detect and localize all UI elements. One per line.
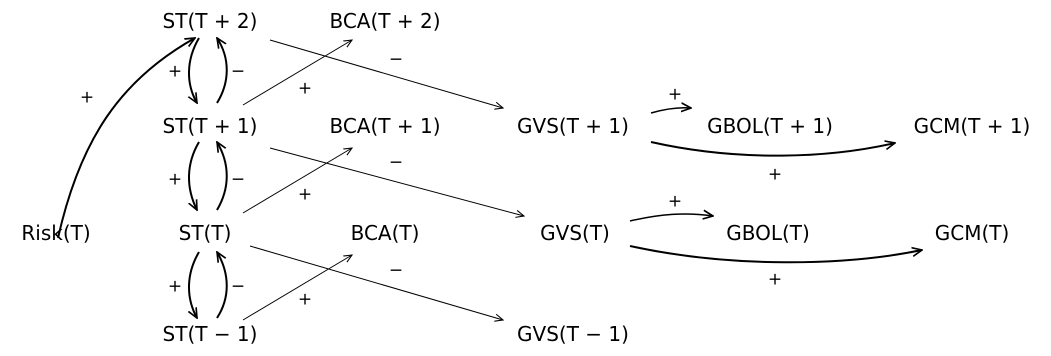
sign-st-t2-to-gvs-t1: −	[388, 49, 404, 70]
edge-st-t-to-st-t1	[217, 142, 228, 211]
node-gbol-t: GBOL(T)	[726, 221, 810, 245]
node-bca-t: BCA(T)	[350, 221, 420, 245]
edge-gvs-t-to-gbol-t	[629, 214, 713, 222]
edge-st-tm1-to-st-t	[217, 252, 228, 319]
node-bca-t2: BCA(T + 2)	[329, 9, 441, 33]
sign-st-t-to-gvs-tm1: −	[388, 260, 404, 281]
sign-gvs-t1-to-gbol-t1: +	[667, 84, 683, 105]
node-gvs-t: GVS(T)	[540, 221, 610, 245]
edge-st-t-to-bca-t1	[242, 148, 352, 214]
sign-st-tm1-to-st-t: −	[230, 276, 246, 297]
edge-st-t1-to-st-t2	[217, 38, 228, 104]
sign-st-t1-to-gvs-t: −	[388, 152, 404, 173]
node-gcm-t1: GCM(T + 1)	[913, 114, 1031, 138]
sign-st-t1-to-st-t: +	[167, 169, 183, 190]
node-st-t1: ST(T + 1)	[162, 114, 258, 138]
edge-st-t1-to-st-t	[188, 141, 200, 210]
sign-st-t2-to-st-t1: +	[167, 61, 183, 82]
sign-st-t1-to-bca-t2: +	[297, 78, 313, 99]
node-gvs-tm1: GVS(T − 1)	[517, 322, 629, 346]
node-gbol-t1: GBOL(T + 1)	[707, 114, 833, 138]
sign-st-t-to-st-tm1: +	[167, 276, 183, 297]
sign-st-t1-to-st-t2: −	[230, 61, 246, 82]
edge-gvs-t-to-gcm-t	[629, 245, 922, 264]
node-st-tm1: ST(T − 1)	[162, 322, 258, 346]
node-gvs-t1: GVS(T + 1)	[517, 114, 629, 138]
node-st-t2: ST(T + 2)	[162, 9, 258, 33]
edge-gvs-t1-to-gcm-t1	[650, 142, 895, 157]
node-gcm-t: GCM(T)	[934, 221, 1010, 245]
sign-risk-to-st-t2: +	[79, 87, 95, 108]
sign-st-t-to-st-t1: −	[230, 169, 246, 190]
edge-st-t2-to-gvs-t1	[269, 39, 503, 108]
sign-st-t-to-bca-t1: +	[297, 184, 313, 205]
edge-st-t1-to-gvs-t	[269, 147, 524, 216]
edge-st-t2-to-st-t1	[189, 37, 200, 103]
node-bca-t1: BCA(T + 1)	[329, 114, 441, 138]
sign-gvs-t-to-gbol-t: +	[667, 191, 683, 212]
node-risk-t: Risk(T)	[21, 221, 91, 245]
edge-st-t1-to-bca-t2	[242, 40, 352, 106]
edge-st-tm1-to-bca-t	[242, 255, 352, 321]
sign-gvs-t-to-gcm-t: +	[767, 269, 783, 290]
node-st-t: ST(T)	[178, 221, 232, 245]
sign-st-tm1-to-bca-t: +	[297, 289, 313, 310]
edge-risk-to-st-t2	[57, 38, 195, 239]
edge-st-t-to-gvs-tm1	[249, 245, 503, 320]
edge-st-t-to-st-tm1	[189, 251, 200, 318]
sign-gvs-t1-to-gcm-t1: +	[767, 164, 783, 185]
edge-gvs-t1-to-gbol-t1	[650, 108, 691, 114]
